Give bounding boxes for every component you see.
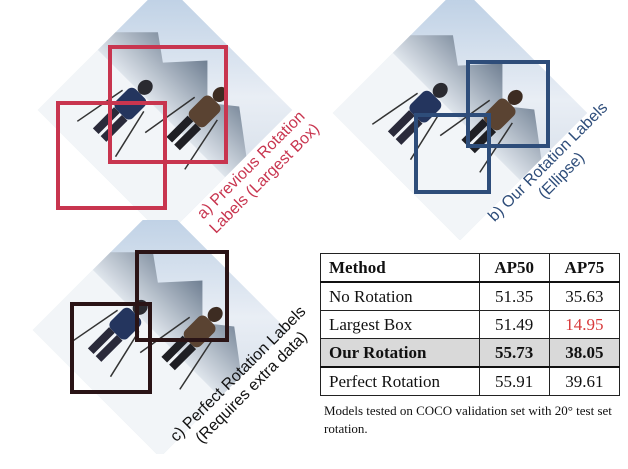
table-header-row: Method AP50 AP75 xyxy=(320,253,621,283)
panel-c-image xyxy=(31,201,289,459)
header-method: Method xyxy=(320,253,480,283)
cell-ap75: 39.61 xyxy=(548,366,621,396)
cell-ap50: 55.73 xyxy=(478,338,550,368)
panel-b-box-1 xyxy=(466,60,550,148)
table-row: Our Rotation 55.73 38.05 xyxy=(320,338,621,368)
cell-ap75: 38.05 xyxy=(548,338,621,368)
cell-ap50: 51.35 xyxy=(478,281,550,311)
panel-b: b) Our Rotation Labels (Ellipse) xyxy=(320,0,628,242)
cell-method: Our Rotation xyxy=(320,338,480,368)
results-table: Method AP50 AP75 No Rotation 51.35 35.63… xyxy=(320,253,621,396)
cell-method: Perfect Rotation xyxy=(320,366,480,396)
panel-c-box-2 xyxy=(70,302,152,394)
panel-a: a) Previous Rotation Labels (Largest Box… xyxy=(0,0,323,239)
header-ap75: AP75 xyxy=(548,253,621,283)
cell-method: Largest Box xyxy=(320,310,480,339)
panel-b-image xyxy=(331,0,589,242)
cell-ap75: 14.95 xyxy=(548,310,621,339)
cell-ap75: 35.63 xyxy=(548,281,621,311)
panel-a-image xyxy=(36,0,294,239)
panel-a-box-2 xyxy=(56,101,167,210)
table-row: No Rotation 51.35 35.63 xyxy=(320,281,621,311)
cell-ap50: 55.91 xyxy=(478,366,550,396)
table-note: Models tested on COCO validation set wit… xyxy=(324,403,612,436)
table-row: Perfect Rotation 55.91 39.61 xyxy=(320,366,621,396)
panel-b-box-2 xyxy=(414,113,491,194)
panel-c: c) Perfect Rotation Labels (Requires ext… xyxy=(0,201,320,459)
cell-ap50: 51.49 xyxy=(478,310,550,339)
cell-method: No Rotation xyxy=(320,281,480,311)
panel-c-box-1 xyxy=(135,250,229,342)
header-ap50: AP50 xyxy=(478,253,550,283)
table-row: Largest Box 51.49 14.95 xyxy=(320,310,621,339)
